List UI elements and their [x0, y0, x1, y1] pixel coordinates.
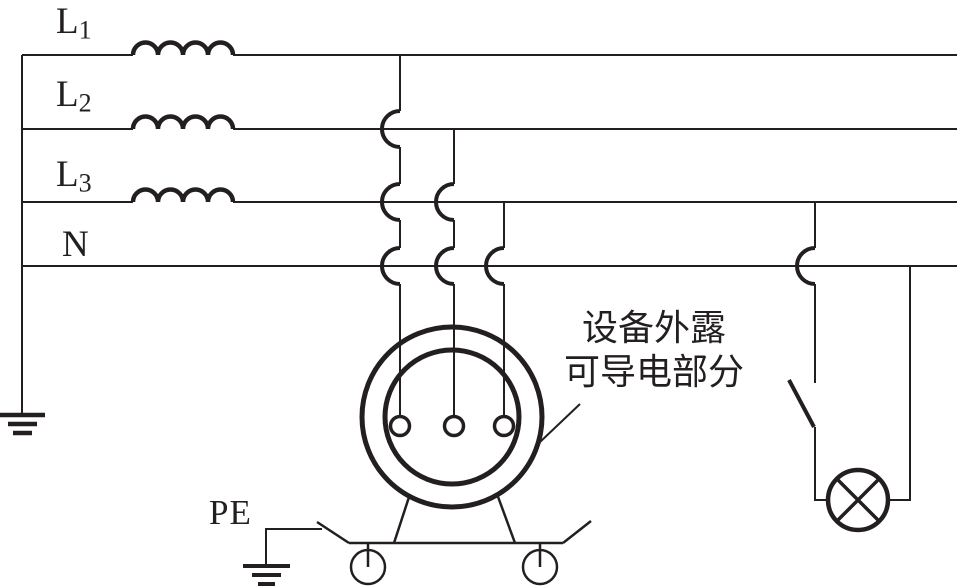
label-exposed-conductive-parts: 设备外露 可导电部分	[548, 306, 760, 394]
motor-terminal-icon	[388, 414, 516, 438]
equipment-cart	[316, 493, 592, 586]
wheel-icon	[349, 548, 387, 586]
label-phase-l3: L3	[56, 154, 92, 198]
wheel-icon	[521, 548, 559, 586]
lamp-icon	[825, 467, 891, 533]
label-phase-l2: L2	[56, 74, 92, 118]
label-neutral: N	[62, 224, 89, 265]
source-winding-coil-icon	[130, 40, 236, 203]
system-ground-icon	[0, 412, 45, 436]
pe-conductor	[265, 528, 322, 566]
switch-icon	[787, 379, 816, 428]
label-phase-l1: L1	[56, 1, 92, 45]
label-pe: PE	[209, 493, 252, 532]
pe-ground-icon	[243, 564, 290, 586]
motor-enclosure-icon	[359, 324, 545, 510]
annotation-leader-line	[539, 403, 581, 443]
note-line-1: 设备外露	[581, 308, 726, 348]
right-contact-blade	[562, 520, 592, 544]
lamp-branch-wire	[814, 202, 911, 501]
wire-hop-arc-icon	[380, 109, 816, 286]
left-contact-blade	[316, 520, 350, 545]
note-line-2: 可导电部分	[563, 352, 744, 392]
